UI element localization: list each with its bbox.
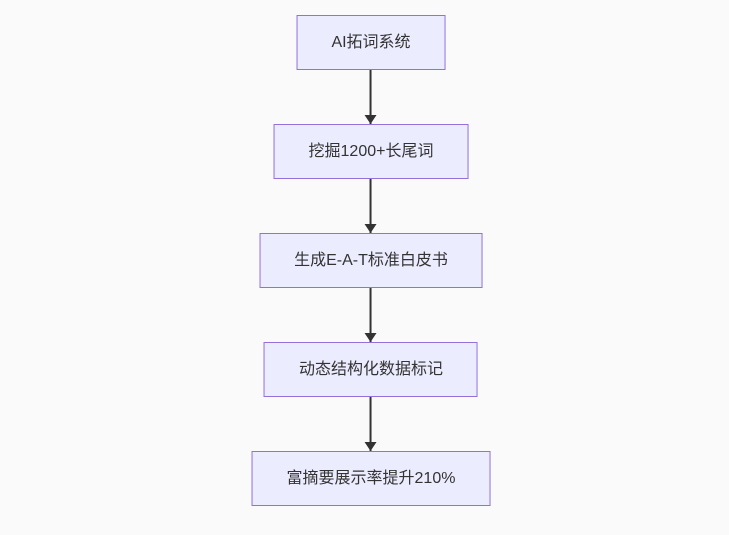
flow-node-label: AI拓词系统 [331, 33, 411, 51]
flow-node-rich-snippet-result: 富摘要展示率提升210% [251, 451, 491, 506]
flow-node-label: 富摘要展示率提升210% [286, 469, 456, 487]
flow-node-longtail-mining: 挖掘1200+长尾词 [273, 124, 469, 179]
flow-node-structured-data: 动态结构化数据标记 [263, 342, 478, 397]
flow-node-eat-whitepaper: 生成E-A-T标准白皮书 [259, 233, 483, 288]
flow-node-label: 动态结构化数据标记 [298, 360, 443, 378]
flow-arrow-down-icon [370, 70, 372, 124]
flow-node-label: 挖掘1200+长尾词 [308, 142, 434, 160]
flow-arrow-down-icon [370, 179, 372, 233]
flow-arrow-down-icon [370, 288, 372, 342]
flow-node-label: 生成E-A-T标准白皮书 [294, 251, 448, 269]
flow-arrow-down-icon [370, 397, 372, 451]
flowchart: AI拓词系统 挖掘1200+长尾词 生成E-A-T标准白皮书 动态结构化数据标记… [251, 15, 491, 506]
flow-node-ai-keyword-system: AI拓词系统 [296, 15, 446, 70]
